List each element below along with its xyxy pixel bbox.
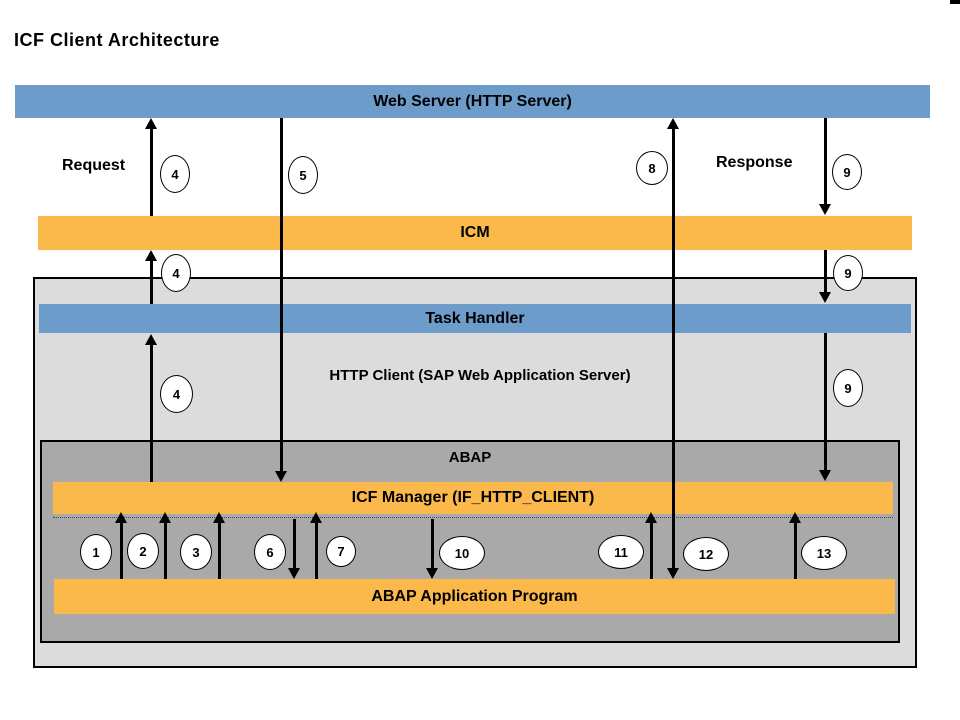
task-handler-label: Task Handler [425, 309, 525, 327]
abap-application-program-bar: ABAP Application Program [54, 579, 895, 614]
step-badge-5: 5 [288, 156, 318, 194]
arrowhead-up-icon [645, 512, 657, 523]
step-badge-9: 9 [833, 255, 863, 291]
step-badge-10: 10 [439, 536, 485, 570]
arrowhead-up-icon [213, 512, 225, 523]
arrowhead-up-icon [145, 250, 157, 261]
flow-line-6 [293, 519, 296, 568]
arrowhead-down-icon [819, 204, 831, 215]
flow-line-13 [794, 521, 797, 579]
abap-label: ABAP [448, 449, 492, 466]
web-server-label: Web Server (HTTP Server) [373, 92, 572, 110]
flow-line-2 [164, 521, 167, 579]
task-handler-bar: Task Handler [39, 304, 911, 333]
response-label: Response [716, 154, 793, 171]
http-client-label: HTTP Client (SAP Web Application Server) [329, 367, 631, 384]
step-badge-4: 4 [160, 375, 193, 413]
arrowhead-down-icon [288, 568, 300, 579]
step-badge-7: 7 [326, 536, 356, 567]
step-badge-2: 2 [127, 533, 159, 569]
arrowhead-down-icon [819, 470, 831, 481]
flow-line-4-upper [150, 127, 153, 216]
step-badge-4: 4 [160, 155, 190, 193]
icf-manager-label: ICF Manager (IF_HTTP_CLIENT) [351, 489, 595, 506]
icf-manager-bar: ICF Manager (IF_HTTP_CLIENT) [53, 482, 893, 514]
step-badge-11: 11 [598, 535, 644, 569]
step-badge-4: 4 [161, 254, 191, 292]
icf-manager-separator-line [53, 517, 893, 518]
flow-line-3 [218, 521, 221, 579]
arrowhead-down-icon [667, 568, 679, 579]
web-server-bar: Web Server (HTTP Server) [15, 85, 930, 118]
step-badge-9: 9 [832, 154, 862, 190]
icm-label: ICM [460, 224, 490, 241]
step-badge-3: 3 [180, 534, 212, 570]
flow-line-7 [315, 521, 318, 579]
arrowhead-up-icon [159, 512, 171, 523]
flow-line-1 [120, 521, 123, 579]
step-badge-12: 12 [683, 537, 729, 571]
icm-bar: ICM [38, 216, 912, 250]
flow-line-5 [280, 118, 283, 471]
flow-line-4-lower [150, 343, 153, 482]
corner-artifact-mark [950, 0, 960, 4]
arrowhead-up-icon [310, 512, 322, 523]
flow-line-8-12 [672, 128, 675, 569]
arrowhead-down-icon [426, 568, 438, 579]
abap-application-program-label: ABAP Application Program [371, 587, 578, 605]
arrowhead-up-icon [145, 118, 157, 129]
step-badge-6: 6 [254, 534, 286, 570]
flow-line-10 [431, 519, 434, 568]
arrowhead-up-icon [145, 334, 157, 345]
flow-line-9-middle [824, 250, 827, 292]
arrowhead-up-icon [115, 512, 127, 523]
step-badge-1: 1 [80, 534, 112, 570]
flow-line-9-upper [824, 118, 827, 204]
flow-line-4-middle [150, 259, 153, 304]
step-badge-13: 13 [801, 536, 847, 570]
request-label: Request [62, 157, 126, 174]
flow-line-11 [650, 521, 653, 579]
arrowhead-down-icon [819, 292, 831, 303]
arrowhead-up-icon [789, 512, 801, 523]
step-badge-8: 8 [636, 151, 668, 185]
diagram-title: ICF Client Architecture [14, 30, 220, 50]
step-badge-9: 9 [833, 369, 863, 407]
flow-line-9-lower [824, 333, 827, 470]
arrowhead-down-icon [275, 471, 287, 482]
arrowhead-up-icon [667, 118, 679, 129]
